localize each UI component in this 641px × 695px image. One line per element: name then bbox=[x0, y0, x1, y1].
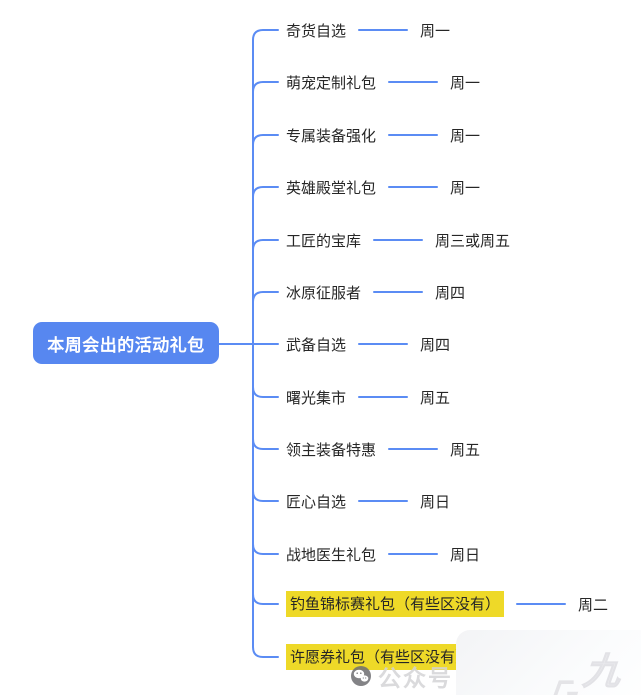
topic-label[interactable]: 战地医生礼包 bbox=[286, 546, 377, 564]
day-label[interactable]: 周日 bbox=[420, 493, 451, 511]
topic-day-connector bbox=[388, 186, 439, 188]
topic-row: 冰原征服者 周四 bbox=[286, 282, 465, 302]
topic-row: 工匠的宝库 周三或周五 bbox=[286, 230, 510, 250]
day-label[interactable]: 周一 bbox=[450, 127, 481, 145]
day-label[interactable]: 周一 bbox=[450, 74, 481, 92]
day-label[interactable]: 周五 bbox=[420, 389, 451, 407]
topic-day-connector bbox=[373, 291, 424, 293]
branch-line-9 bbox=[252, 438, 279, 450]
topic-day-connector bbox=[358, 396, 409, 398]
topic-label[interactable]: 冰原征服者 bbox=[286, 284, 362, 302]
watermark-background-box bbox=[456, 630, 641, 695]
topic-label[interactable]: 钓鱼锦标赛礼包（有些区没有） bbox=[286, 591, 505, 617]
branch-line-13 bbox=[252, 646, 279, 658]
topic-row: 匠心自选 周日 bbox=[286, 491, 450, 511]
day-label[interactable]: 周四 bbox=[435, 284, 466, 302]
topic-row: 领主装备特惠 周五 bbox=[286, 439, 480, 459]
site-logo-text: 九游 bbox=[581, 651, 624, 693]
topic-day-connector bbox=[388, 134, 439, 136]
topic-day-connector bbox=[388, 81, 439, 83]
topic-row: 战地医生礼包 周日 bbox=[286, 544, 480, 564]
topic-label[interactable]: 武备自选 bbox=[286, 336, 347, 354]
day-label[interactable]: 周三或周五 bbox=[435, 232, 511, 250]
site-logo-watermark: 九游 bbox=[548, 641, 641, 695]
day-label[interactable]: 周日 bbox=[450, 546, 481, 564]
topic-label[interactable]: 领主装备特惠 bbox=[286, 441, 377, 459]
topic-row: 奇货自选 周一 bbox=[286, 20, 450, 40]
topic-label[interactable]: 专属装备强化 bbox=[286, 127, 377, 145]
day-label[interactable]: 周一 bbox=[450, 179, 481, 197]
topic-row: 专属装备强化 周一 bbox=[286, 125, 480, 145]
branch-line-11 bbox=[252, 543, 279, 555]
topic-row: 武备自选 周四 bbox=[286, 334, 450, 354]
topic-day-connector bbox=[358, 29, 409, 31]
topic-row-highlighted: 钓鱼锦标赛礼包（有些区没有） 周二 bbox=[286, 591, 609, 617]
topic-label[interactable]: 许愿券礼包（有些区没有） bbox=[286, 644, 475, 670]
branch-line-4 bbox=[252, 186, 279, 198]
day-label[interactable]: 周一 bbox=[420, 22, 451, 40]
topic-day-connector bbox=[373, 239, 424, 241]
branch-line-5 bbox=[252, 239, 279, 251]
topic-label[interactable]: 萌宠定制礼包 bbox=[286, 74, 377, 92]
topic-row-highlighted: 许愿券礼包（有些区没有） bbox=[286, 644, 475, 670]
topic-day-connector bbox=[358, 500, 409, 502]
wechat-watermark: 公众号 bbox=[350, 659, 453, 693]
wechat-icon bbox=[351, 666, 371, 686]
topic-label[interactable]: 奇货自选 bbox=[286, 22, 347, 40]
topic-label[interactable]: 工匠的宝库 bbox=[286, 232, 362, 250]
topic-day-connector bbox=[358, 343, 409, 345]
topic-row: 英雄殿堂礼包 周一 bbox=[286, 177, 480, 197]
root-topic[interactable]: 本周会出的活动礼包 bbox=[33, 322, 219, 364]
topic-row: 曙光集市 周五 bbox=[286, 387, 450, 407]
topic-day-connector bbox=[516, 603, 567, 605]
topic-label[interactable]: 英雄殿堂礼包 bbox=[286, 179, 377, 197]
topic-label[interactable]: 曙光集市 bbox=[286, 389, 347, 407]
branch-line-12 bbox=[252, 593, 279, 605]
topic-row: 萌宠定制礼包 周一 bbox=[286, 72, 480, 92]
branch-line-3 bbox=[252, 134, 279, 146]
topic-label[interactable]: 匠心自选 bbox=[286, 493, 347, 511]
topic-day-connector bbox=[388, 448, 439, 450]
topic-day-connector bbox=[388, 553, 439, 555]
branch-line-8 bbox=[252, 386, 279, 398]
branch-line-6 bbox=[252, 291, 279, 303]
wechat-watermark-label: 公众号 bbox=[378, 665, 453, 691]
day-label[interactable]: 周二 bbox=[578, 596, 609, 614]
day-label[interactable]: 周四 bbox=[420, 336, 451, 354]
branch-line-10 bbox=[252, 490, 279, 502]
branch-line-2 bbox=[252, 81, 279, 93]
site-logo-icon bbox=[553, 680, 579, 695]
day-label[interactable]: 周五 bbox=[450, 441, 481, 459]
branch-line-1 bbox=[252, 29, 279, 41]
